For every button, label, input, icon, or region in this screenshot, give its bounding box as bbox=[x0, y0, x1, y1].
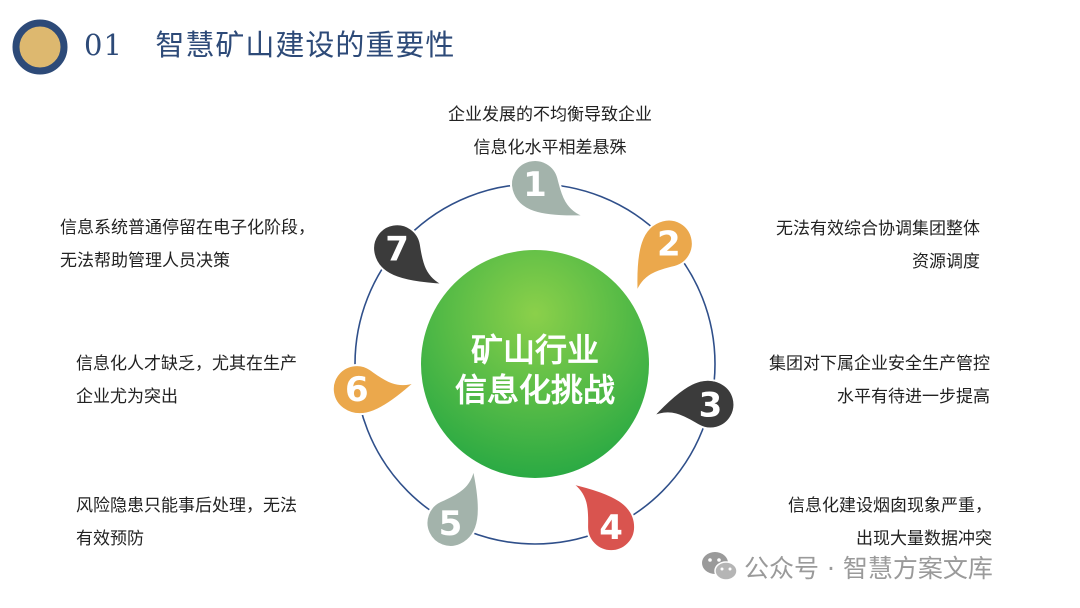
teardrop-2 bbox=[635, 218, 694, 294]
item-6-line-2: 企业尤为突出 bbox=[76, 387, 178, 407]
item-3-line-2: 水平有待进一步提高 bbox=[837, 387, 990, 407]
item-marker-7: 7 bbox=[372, 223, 445, 286]
teardrop-6 bbox=[331, 364, 417, 416]
item-7-line-2: 无法帮助管理人员决策 bbox=[60, 251, 230, 271]
item-3-line-1: 集团对下属企业安全生产管控 bbox=[769, 354, 990, 374]
item-text-4: 信息化建设烟囱现象严重， 出现大量数据冲突 bbox=[730, 490, 992, 556]
item-number-3: 3 bbox=[699, 386, 723, 426]
teardrop-5 bbox=[425, 467, 480, 548]
item-text-2: 无法有效综合协调集团整体 资源调度 bbox=[720, 213, 980, 279]
teardrop-1 bbox=[510, 159, 586, 218]
teardrop-4 bbox=[570, 482, 637, 553]
item-marker-5: 5 bbox=[425, 467, 480, 548]
item-marker-6: 6 bbox=[331, 364, 417, 416]
item-5-line-1: 风险隐患只能事后处理，无法 bbox=[76, 496, 297, 516]
watermark: 公众号 · 智慧方案文库 bbox=[700, 545, 1060, 585]
center-line-1: 矿山行业 bbox=[470, 331, 599, 369]
item-marker-1: 1 bbox=[510, 159, 586, 218]
teardrop-7 bbox=[372, 223, 445, 286]
slide-header: 01 智慧矿山建设的重要性 bbox=[0, 0, 1080, 90]
item-number-1: 1 bbox=[523, 165, 547, 205]
item-2-line-2: 资源调度 bbox=[912, 252, 980, 272]
header-circle-icon bbox=[12, 19, 68, 75]
watermark-text: 公众号 · 智慧方案文库 bbox=[744, 554, 993, 583]
teardrop-3 bbox=[651, 378, 736, 430]
item-4-line-1: 信息化建设烟囱现象严重， bbox=[788, 496, 992, 516]
item-5-line-2: 有效预防 bbox=[76, 529, 144, 549]
item-number-6: 6 bbox=[345, 370, 369, 410]
item-4-line-2: 出现大量数据冲突 bbox=[856, 529, 992, 549]
page-title: 01 智慧矿山建设的重要性 bbox=[84, 22, 455, 64]
item-text-1: 企业发展的不均衡导致企业 信息化水平相差悬殊 bbox=[440, 99, 660, 165]
item-text-3: 集团对下属企业安全生产管控 水平有待进一步提高 bbox=[720, 348, 990, 414]
item-marker-4: 4 bbox=[570, 482, 637, 553]
item-text-7: 信息系统普通停留在电子化阶段， 无法帮助管理人员决策 bbox=[60, 212, 315, 278]
item-7-line-1: 信息系统普通停留在电子化阶段， bbox=[60, 218, 315, 238]
item-1-line-1: 企业发展的不均衡导致企业 bbox=[448, 105, 652, 125]
center-line-2: 信息化挑战 bbox=[454, 371, 615, 409]
item-number-5: 5 bbox=[439, 504, 463, 544]
item-6-line-1: 信息化人才缺乏，尤其在生产 bbox=[76, 354, 297, 374]
item-number-2: 2 bbox=[657, 225, 681, 265]
center-label: 矿山行业 信息化挑战 bbox=[440, 330, 630, 410]
item-2-line-1: 无法有效综合协调集团整体 bbox=[776, 219, 980, 239]
section-title: 智慧矿山建设的重要性 bbox=[155, 28, 456, 62]
item-text-5: 风险隐患只能事后处理，无法 有效预防 bbox=[76, 490, 297, 556]
item-marker-3: 3 bbox=[651, 378, 736, 430]
item-marker-2: 2 bbox=[635, 218, 694, 294]
center-circle bbox=[421, 250, 649, 478]
item-1-line-2: 信息化水平相差悬殊 bbox=[473, 138, 627, 158]
item-number-4: 4 bbox=[599, 508, 623, 548]
section-number: 01 bbox=[84, 28, 123, 62]
item-number-7: 7 bbox=[385, 229, 409, 269]
wechat-icon bbox=[702, 552, 738, 581]
item-text-6: 信息化人才缺乏，尤其在生产 企业尤为突出 bbox=[76, 348, 297, 414]
